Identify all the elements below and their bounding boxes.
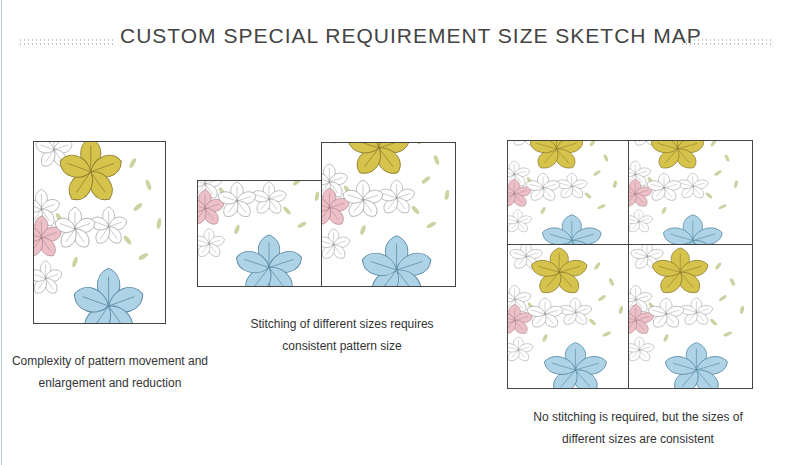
caption-text: Complexity of pattern movement and enlar… xyxy=(10,350,210,394)
caption-text: No stitching is required, but the sizes … xyxy=(518,406,758,450)
page-title: CUSTOM SPECIAL REQUIREMENT SIZE SKETCH M… xyxy=(120,24,676,48)
caption-text: Stitching of different sizes requires co… xyxy=(236,313,448,357)
